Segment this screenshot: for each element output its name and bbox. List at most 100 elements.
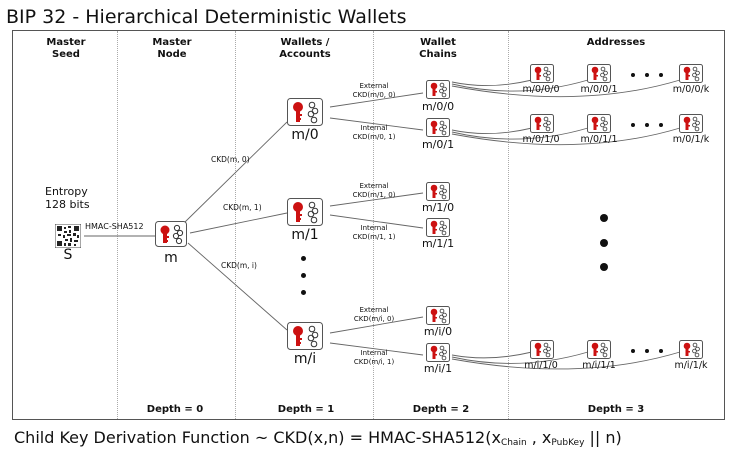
address-key-icon	[530, 64, 554, 83]
chain-label: m/1/1	[421, 237, 455, 250]
address-label: m/0/0/1	[580, 84, 618, 95]
account-key-icon	[287, 198, 323, 226]
ckd-formula: Child Key Derivation Function ~ CKD(x,n)…	[14, 428, 622, 448]
address-label: m/i/1/1	[582, 360, 616, 371]
ellipsis-dot	[659, 349, 663, 353]
depth-label: Depth = 3	[587, 404, 645, 415]
depth-label: Depth = 1	[277, 404, 335, 415]
master-node-label: m	[164, 250, 178, 266]
account-key-icon	[287, 98, 323, 126]
ellipsis-dot	[600, 263, 608, 271]
m0-to-m00-line	[329, 92, 424, 108]
edge-label-ckd-m1: CKD(m, 1)	[223, 203, 262, 212]
mi-to-mi0-line	[329, 316, 424, 334]
chain-key-icon	[426, 182, 450, 201]
master-to-m0-line	[184, 121, 288, 223]
depth-label: Depth = 2	[412, 404, 470, 415]
header-wallets-accounts: Wallets / Accounts	[279, 37, 331, 60]
address-label: m/0/1/1	[580, 134, 618, 145]
chain-key-icon	[426, 343, 450, 362]
column-divider	[235, 31, 236, 419]
address-label: m/0/0/k	[672, 84, 710, 95]
seed-label: S	[63, 247, 73, 263]
master-key-icon	[155, 221, 187, 247]
address-key-icon	[679, 340, 703, 359]
chain-key-icon	[426, 80, 450, 99]
ellipsis-dot	[659, 73, 663, 77]
header-addresses: Addresses	[586, 37, 646, 48]
ellipsis-dot	[301, 273, 306, 278]
mi1-to-addr0-curve	[451, 351, 533, 359]
ellipsis-dot	[645, 73, 649, 77]
column-divider	[117, 31, 118, 419]
ellipsis-dot	[631, 73, 635, 77]
hmac-label: HMAC-SHA512	[85, 222, 144, 231]
ellipsis-dot	[631, 349, 635, 353]
account-label: m/1	[291, 227, 319, 243]
m00-to-addr1-curve	[451, 79, 589, 92]
ellipsis-dot	[659, 123, 663, 127]
column-divider	[508, 31, 509, 419]
seed-qr-icon	[55, 224, 81, 248]
chain-key-icon	[426, 218, 450, 237]
diagram-title: BIP 32 - Hierarchical Deterministic Wall…	[6, 6, 407, 28]
ellipsis-dot	[600, 239, 608, 247]
chain-label: m/1/0	[421, 201, 455, 214]
ellipsis-dot	[645, 349, 649, 353]
account-label: m/0	[291, 127, 319, 143]
master-to-m1-line	[189, 212, 288, 234]
ellipsis-dot	[645, 123, 649, 127]
address-key-icon	[679, 114, 703, 133]
m1-to-m10-line	[329, 192, 424, 207]
address-label: m/i/1/k	[674, 360, 708, 371]
address-key-icon	[587, 340, 611, 359]
diagram-frame	[12, 30, 725, 420]
chain-label: m/0/1	[421, 138, 455, 151]
chain-key-icon	[426, 118, 450, 137]
m1-to-m11-line	[329, 214, 424, 229]
master-to-mi-line	[187, 242, 288, 331]
address-key-icon	[530, 114, 554, 133]
chain-label: m/i/1	[423, 362, 453, 375]
chain-label: m/i/0	[423, 325, 453, 338]
m01-to-addr0-curve	[451, 127, 533, 134]
header-master-node: Master Node	[152, 37, 192, 60]
address-key-icon	[587, 114, 611, 133]
address-label: m/0/1/k	[672, 134, 710, 145]
address-key-icon	[679, 64, 703, 83]
address-key-icon	[530, 340, 554, 359]
account-label: m/i	[293, 351, 317, 367]
m01-to-addrk-curve	[451, 127, 681, 146]
address-key-icon	[587, 64, 611, 83]
header-master-seed: Master Seed	[46, 37, 86, 60]
ellipsis-dot	[301, 290, 306, 295]
account-key-icon	[287, 322, 323, 350]
address-label: m/i/1/0	[524, 360, 558, 371]
address-label: m/0/1/0	[522, 134, 560, 145]
depth-label: Depth = 0	[146, 404, 204, 415]
chain-key-icon	[426, 306, 450, 325]
column-divider	[373, 31, 374, 419]
m0-to-m01-line	[329, 117, 424, 131]
edge-label-ckd-mi: CKD(m, i)	[221, 261, 257, 270]
header-wallet-chains: Wallet Chains	[419, 37, 457, 60]
mi-to-mi1-line	[329, 342, 424, 356]
ellipsis-dot	[631, 123, 635, 127]
m00-to-addr0-curve	[451, 79, 533, 86]
entropy-label: Entropy 128 bits	[45, 185, 90, 211]
edge-label-ckd-m0: CKD(m, 0)	[211, 155, 250, 164]
m01-to-addr1-curve	[451, 127, 589, 140]
address-label: m/0/0/0	[522, 84, 560, 95]
m00-to-addrk-curve	[451, 79, 681, 98]
ellipsis-dot	[301, 256, 306, 261]
chain-label: m/0/0	[421, 100, 455, 113]
mi1-to-addrk-curve	[451, 351, 681, 370]
mi1-to-addr1-curve	[451, 351, 589, 364]
